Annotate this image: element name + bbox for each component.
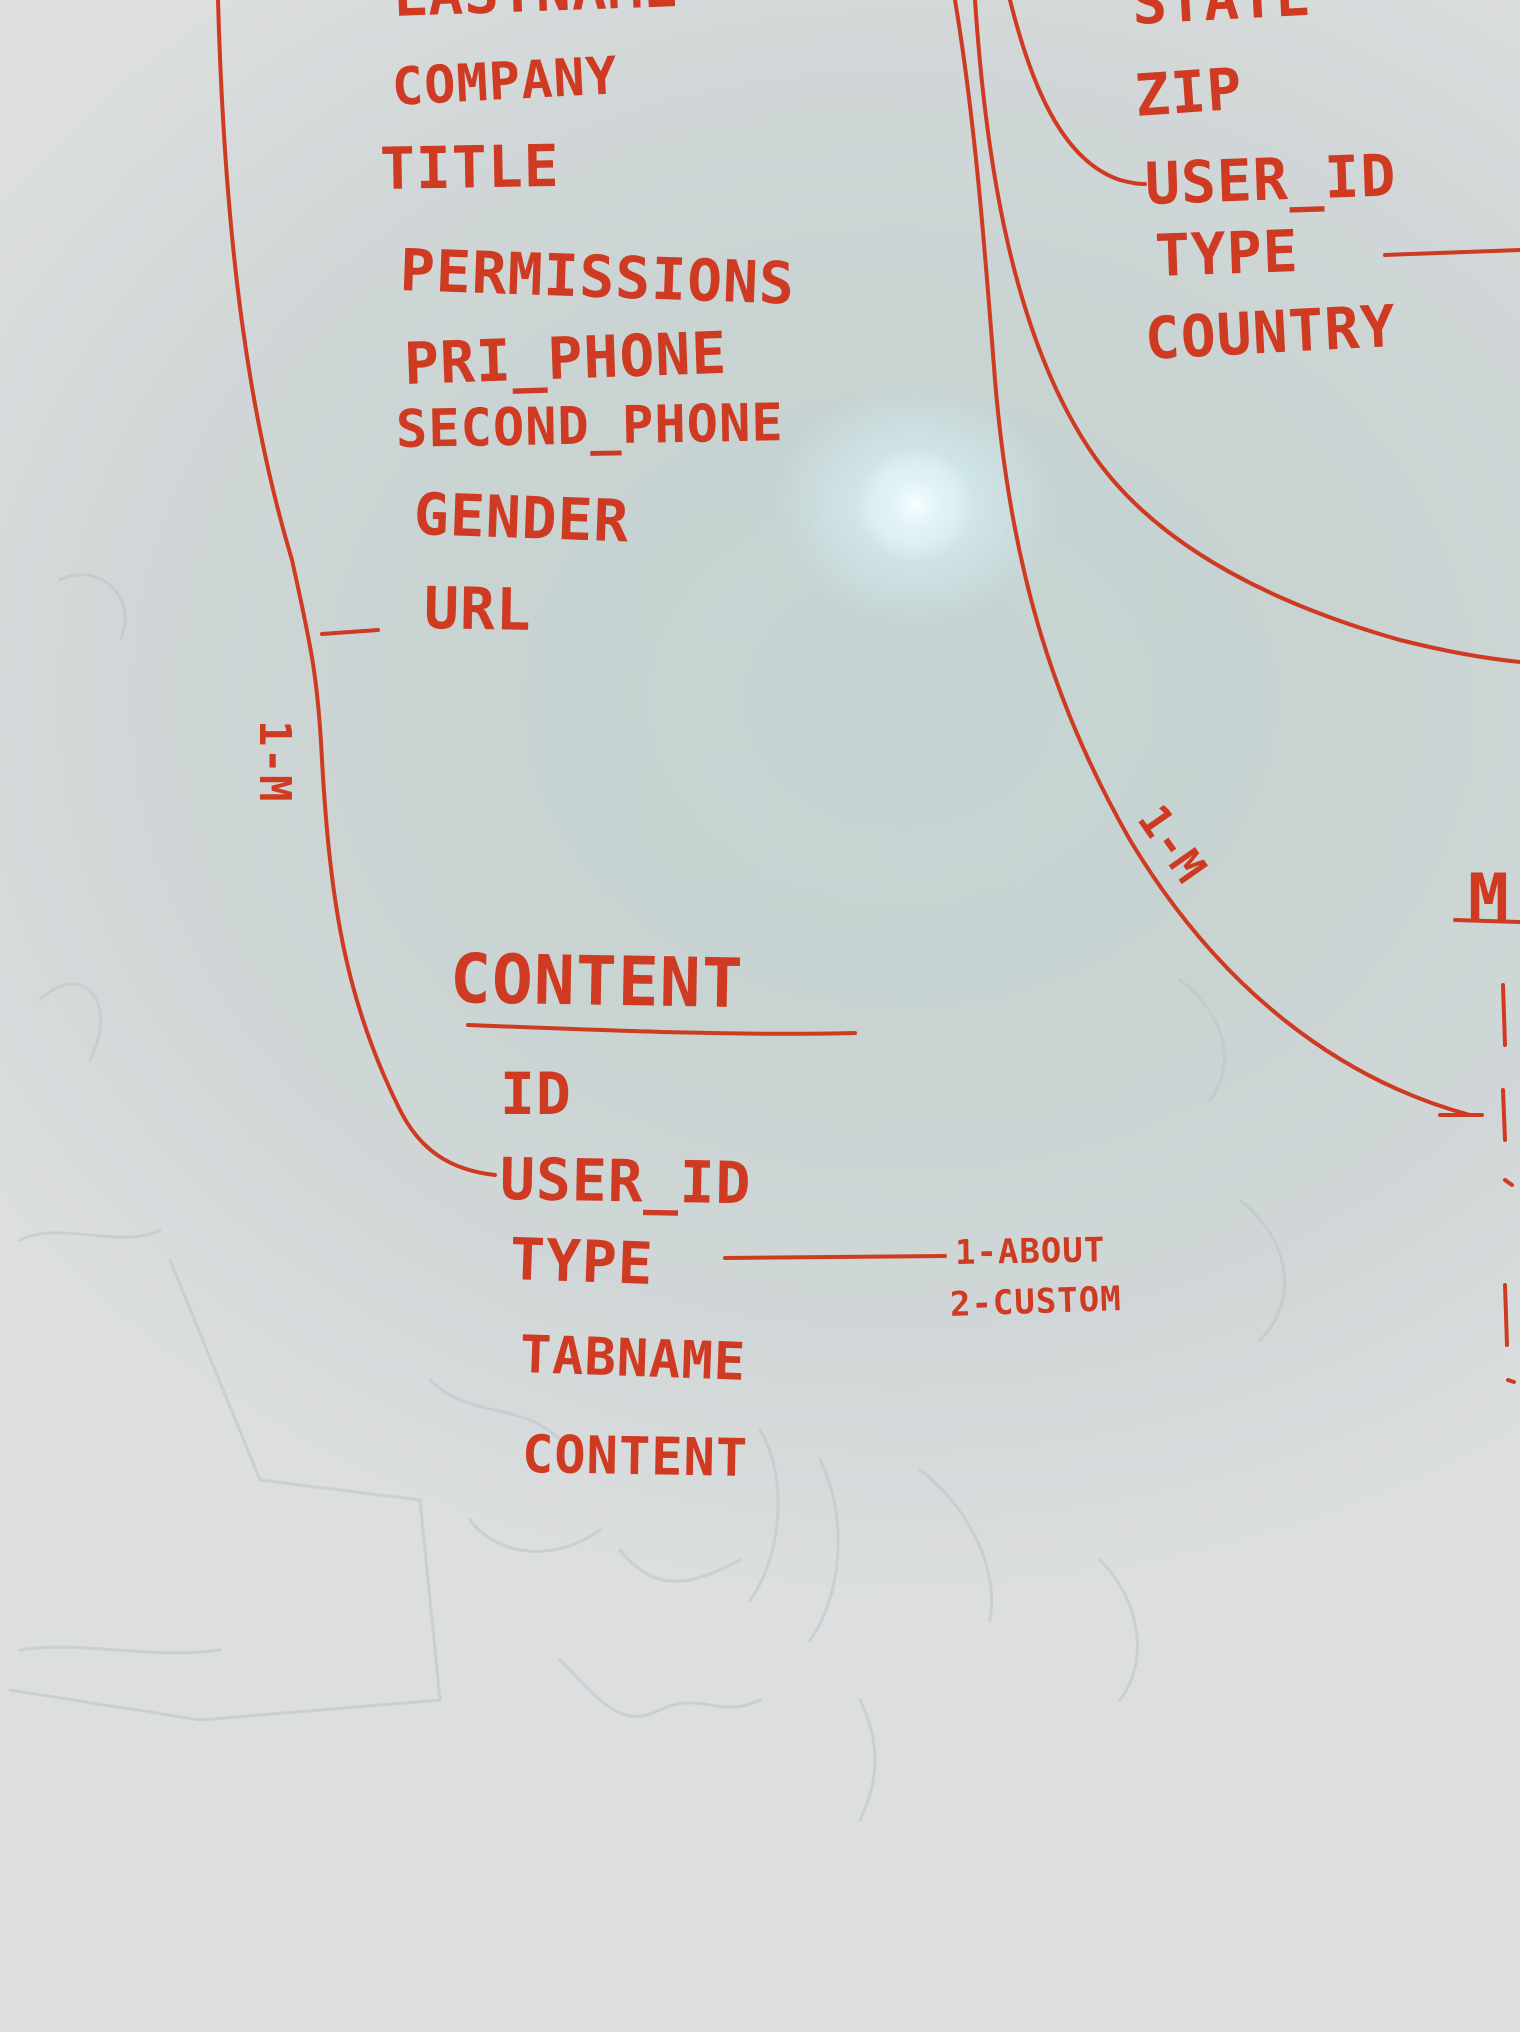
address-field-user-id: USER_ID xyxy=(1143,141,1398,218)
content-field-tabname: TABNAME xyxy=(518,1325,748,1393)
user-field-pri-phone: PRI_PHONE xyxy=(402,318,729,398)
content-type-connector xyxy=(723,1254,947,1260)
user-field-url: URL xyxy=(423,574,533,644)
connector-tick xyxy=(320,628,380,636)
content-field-type: TYPE xyxy=(508,1225,655,1298)
connector-right-lower xyxy=(953,0,1472,1117)
user-field-company: COMPANY xyxy=(390,46,620,118)
light-glare xyxy=(860,450,970,560)
content-type-value-2: 2-CUSTOM xyxy=(949,1279,1123,1325)
address-field-type: TYPE xyxy=(1153,217,1300,290)
user-field-gender: GENDER xyxy=(412,480,631,556)
content-field-user-id: USER_ID xyxy=(499,1145,752,1218)
address-field-zip: ZIP xyxy=(1132,54,1245,130)
content-field-id: ID xyxy=(500,1060,572,1128)
user-field-second-phone: SECOND_PHONE xyxy=(395,393,785,460)
content-title-underline xyxy=(466,1023,857,1036)
content-table-title: CONTENT xyxy=(449,940,745,1025)
content-type-value-1: 1-ABOUT xyxy=(954,1230,1106,1273)
content-field-content: CONTENT xyxy=(521,1425,749,1489)
erased-ghost-marks xyxy=(8,573,1287,1822)
user-field-permissions: PERMISSIONS xyxy=(398,236,797,318)
connector-user-content xyxy=(216,0,497,1177)
relation-label-user-content: 1-M xyxy=(249,720,300,803)
address-field-country: COUNTRY xyxy=(1143,291,1398,373)
partial-table-title: M xyxy=(1468,860,1510,939)
connector-address-userid xyxy=(1008,0,1147,186)
user-field-title: TITLE xyxy=(379,131,561,203)
connector-address-wide xyxy=(973,0,1520,664)
